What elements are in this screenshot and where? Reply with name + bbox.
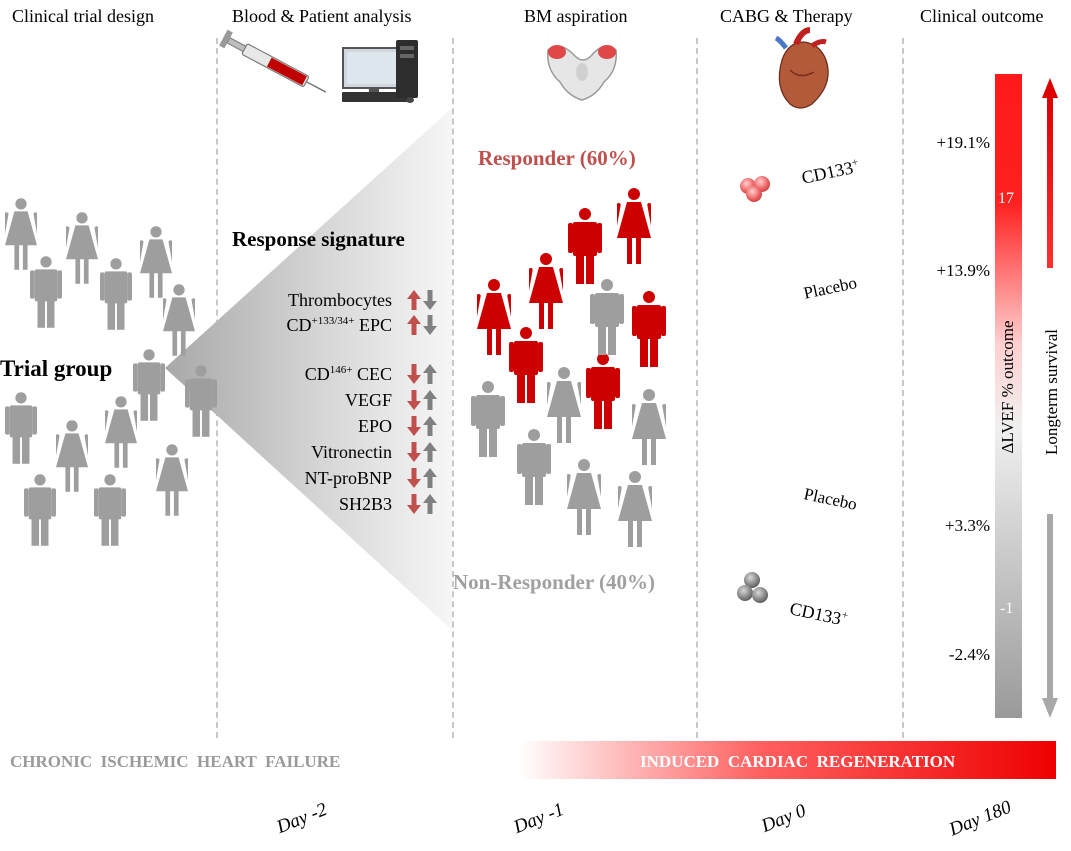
marker-4: EPO	[357, 416, 392, 436]
pelvis-icon	[547, 45, 617, 101]
arrow-up-icon	[423, 494, 437, 514]
arrow-down-icon	[407, 416, 421, 436]
arrow-up-icon	[423, 416, 437, 436]
marker-2: CD146+ CEC	[304, 364, 392, 384]
arrow-down-icon	[423, 290, 437, 310]
marker-arrows-3	[406, 389, 438, 411]
divider-3	[696, 38, 698, 738]
survival-up-arrow	[1042, 78, 1058, 268]
arrow-up-icon	[423, 442, 437, 462]
lvef-outcome-label: ΔLVEF % outcome	[998, 320, 1017, 454]
marker-arrows-0	[406, 289, 438, 311]
induced-regeneration-band	[518, 741, 1056, 779]
header-clinical-outcome: Clinical outcome	[920, 6, 1044, 26]
header-blood-patient-analysis: Blood & Patient analysis	[232, 6, 412, 26]
marker-6: NT-proBNP	[304, 468, 392, 488]
marker-arrows-2	[406, 363, 438, 385]
marker-1: CD+133/34+ EPC	[286, 315, 393, 335]
arrow-up-icon	[423, 364, 437, 384]
outcome-value-4: -2.4%	[948, 645, 990, 664]
heart-icon	[774, 27, 829, 109]
chronic-band-label: CHRONIC ISCHEMIC HEART FAILURE	[10, 752, 341, 771]
arrow-up-icon	[423, 468, 437, 488]
outcome-value-3: +3.3%	[945, 516, 990, 535]
syringe-icon	[219, 29, 327, 93]
lvef-outcome-bar	[995, 74, 1022, 718]
response-signature-title: Response signature	[232, 227, 405, 251]
marker-arrows-5	[406, 441, 438, 463]
arrow-down-icon	[407, 390, 421, 410]
arrow-down-icon	[423, 315, 437, 335]
header-clinical-trial-design: Clinical trial design	[12, 6, 154, 26]
marker-arrows-7	[406, 493, 438, 515]
cell-cluster-icon-red	[740, 176, 770, 202]
arrow-up-icon	[423, 390, 437, 410]
longterm-survival-label: Longterm survival	[1042, 328, 1061, 456]
analysis-funnel	[165, 108, 452, 630]
trial-group-label: Trial group	[0, 356, 113, 381]
induced-band-label: INDUCED CARDIAC REGENERATION	[640, 752, 956, 771]
arrow-down-icon	[407, 494, 421, 514]
arrow-down-icon	[407, 364, 421, 384]
arrow-down-icon	[407, 442, 421, 462]
marker-arrows-6	[406, 467, 438, 489]
responder-label: Responder (60%)	[478, 146, 636, 170]
cell-cluster-icon-grey	[737, 572, 768, 603]
divider-4	[902, 38, 904, 738]
survival-down-arrow	[1042, 514, 1058, 718]
computer-icon	[342, 40, 418, 103]
marker-arrows-4	[406, 415, 438, 437]
marker-3: VEGF	[344, 390, 392, 410]
bar-top-value: 17	[998, 190, 1014, 207]
arrow-up-icon	[407, 315, 421, 335]
header-bm-aspiration: BM aspiration	[524, 6, 628, 26]
bar-bottom-value: -1	[1000, 600, 1014, 617]
arrow-up-icon	[407, 290, 421, 310]
marker-0: Thrombocytes	[288, 290, 392, 310]
marker-5: Vitronectin	[311, 442, 392, 462]
arrow-down-icon	[407, 468, 421, 488]
marker-7: SH2B3	[338, 494, 392, 514]
header-cabg-therapy: CABG & Therapy	[720, 6, 853, 26]
outcome-value-1: +19.1%	[936, 133, 991, 152]
non-responder-label: Non-Responder (40%)	[453, 570, 656, 594]
marker-arrows-1	[406, 314, 438, 336]
outcome-value-2: +13.9%	[936, 261, 991, 280]
divider-2	[452, 38, 454, 738]
